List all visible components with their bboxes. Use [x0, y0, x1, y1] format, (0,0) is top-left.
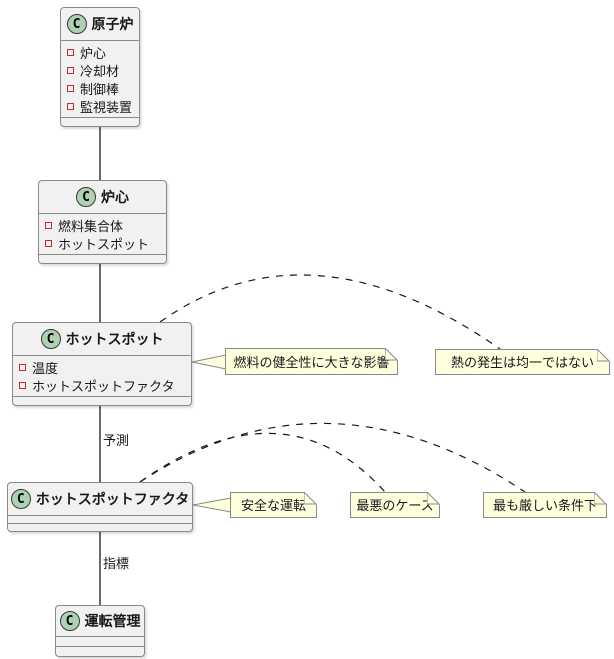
note-tail-safe-operation — [192, 497, 232, 513]
class-attributes: 温度 ホットスポットファクタ — [13, 355, 191, 396]
class-methods-empty — [39, 254, 166, 263]
field-icon — [45, 221, 52, 229]
note-safe-operation: 安全な運転 — [230, 492, 317, 518]
attribute-row: 燃料集合体 — [39, 216, 166, 235]
note-fuel-integrity: 燃料の健全性に大きな影響 — [225, 348, 398, 375]
note-fold-corner-icon — [597, 349, 610, 362]
class-hotspot-factor: C ホットスポットファクタ — [7, 482, 193, 532]
class-operation-management: C 運転管理 — [55, 605, 145, 657]
attribute-row: 炉心 — [61, 43, 139, 62]
note-link-worst-case — [139, 432, 386, 493]
note-text: 安全な運転 — [240, 499, 306, 514]
field-icon — [67, 48, 74, 56]
class-methods-empty — [56, 646, 144, 656]
attribute-row: 監視装置 — [61, 97, 139, 116]
note-heat-not-uniform: 熱の発生は均一ではない — [435, 349, 610, 375]
note-text: 熱の発生は均一ではない — [450, 356, 594, 371]
field-icon — [19, 381, 26, 389]
edge-label-indicator: 指標 — [103, 557, 130, 572]
class-title: C ホットスポット — [13, 323, 191, 355]
class-icon: C — [66, 14, 87, 34]
note-severest-conditions: 最も厳しい条件下 — [483, 492, 607, 518]
class-title: C ホットスポットファクタ — [8, 483, 192, 515]
field-icon — [67, 102, 74, 110]
class-title: C 運転管理 — [56, 606, 144, 636]
attribute-row: ホットスポット — [39, 234, 166, 253]
field-icon — [45, 239, 52, 247]
attribute-row: ホットスポットファクタ — [13, 376, 191, 395]
class-title: C 炉心 — [39, 181, 166, 213]
note-worst-case: 最悪のケース — [350, 492, 440, 518]
class-name: 原子炉 — [91, 17, 134, 33]
note-fold-corner-icon — [304, 492, 317, 505]
class-name: ホットスポット — [65, 332, 164, 348]
class-methods-empty — [8, 523, 192, 531]
note-link-heat-not-uniform — [159, 274, 501, 350]
attribute-row: 冷却材 — [61, 61, 139, 80]
class-icon: C — [59, 611, 80, 631]
class-attributes: 燃料集合体 ホットスポット — [39, 213, 166, 254]
note-fold-corner-icon — [385, 348, 398, 361]
class-attributes: 炉心 冷却材 制御棒 監視装置 — [61, 40, 139, 117]
note-text: 最も厳しい条件下 — [492, 499, 597, 514]
field-icon — [19, 363, 26, 371]
class-attributes-empty — [56, 636, 144, 646]
field-icon — [67, 84, 74, 92]
class-name: ホットスポットファクタ — [35, 492, 190, 508]
class-methods-empty — [13, 396, 191, 405]
attribute-row: 温度 — [13, 358, 191, 377]
attribute-label: 制御棒 — [80, 82, 120, 98]
edge-label-prediction: 予測 — [103, 434, 130, 449]
class-core: C 炉心 燃料集合体 ホットスポット — [38, 180, 167, 264]
note-link-severest-conditions — [139, 422, 526, 493]
note-text: 最悪のケース — [356, 499, 434, 514]
class-name: 炉心 — [101, 190, 129, 206]
class-methods-empty — [61, 117, 139, 126]
class-name: 運転管理 — [84, 614, 141, 630]
attribute-label: 冷却材 — [80, 64, 120, 80]
attribute-row: 制御棒 — [61, 79, 139, 98]
field-icon — [67, 66, 74, 74]
attribute-label: ホットスポットファクタ — [32, 379, 175, 395]
class-icon: C — [76, 187, 96, 207]
class-icon: C — [10, 489, 31, 509]
attribute-label: 炉心 — [80, 46, 107, 62]
attribute-label: 温度 — [32, 361, 59, 377]
class-title: C 原子炉 — [61, 8, 139, 40]
class-reactor: C 原子炉 炉心 冷却材 制御棒 監視装置 — [60, 7, 140, 127]
class-hotspot: C ホットスポット 温度 ホットスポットファクタ — [12, 322, 192, 406]
class-attributes-empty — [8, 515, 192, 523]
note-fold-corner-icon — [594, 492, 607, 505]
attribute-label: 燃料集合体 — [58, 219, 124, 235]
class-icon: C — [40, 329, 61, 349]
attribute-label: ホットスポット — [58, 237, 150, 253]
note-fold-corner-icon — [427, 492, 440, 505]
attribute-label: 監視装置 — [80, 100, 133, 116]
note-text: 燃料の健全性に大きな影響 — [233, 355, 390, 371]
note-tail-fuel-integrity — [191, 354, 227, 370]
